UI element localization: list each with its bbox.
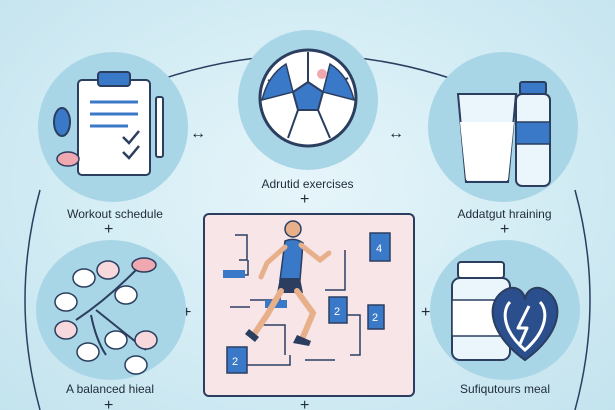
step-number-2: 2 — [334, 306, 340, 318]
plus-center-top: + — [300, 191, 310, 208]
step-number-4: 2 — [232, 356, 238, 368]
pills-icon — [54, 257, 158, 375]
ball-icon — [258, 48, 358, 148]
runner-icon: 4 2 2 2 — [223, 220, 391, 374]
plus-right-top: + — [500, 221, 510, 238]
plus-left-bottom: + — [104, 397, 114, 410]
step-number-1: 4 — [376, 243, 382, 255]
label-adaptive-training: Addatgut hraining — [457, 207, 552, 221]
water-glass-bottle-icon — [456, 81, 551, 187]
plus-center-bottom: + — [300, 397, 310, 410]
arrow-left: ↔ — [190, 125, 206, 142]
supplement-heart-icon — [451, 261, 559, 362]
label-workout-schedule: Workout schedule — [67, 207, 163, 221]
plus-left-middle: + — [182, 304, 192, 321]
label-adult-exercises: Adrutid exercises — [261, 177, 354, 191]
label-nutritious-meal: Sufiqutours meal — [459, 382, 551, 396]
arrow-right: ↔ — [388, 125, 404, 142]
step-number-3: 2 — [372, 312, 378, 324]
plus-right-middle: + — [421, 304, 431, 321]
clipboard-icon — [53, 71, 164, 176]
runner-card: 4 2 2 2 — [203, 213, 415, 397]
label-balanced-meal: A balanced hieal — [65, 382, 155, 396]
plus-left-top: + — [104, 221, 114, 238]
